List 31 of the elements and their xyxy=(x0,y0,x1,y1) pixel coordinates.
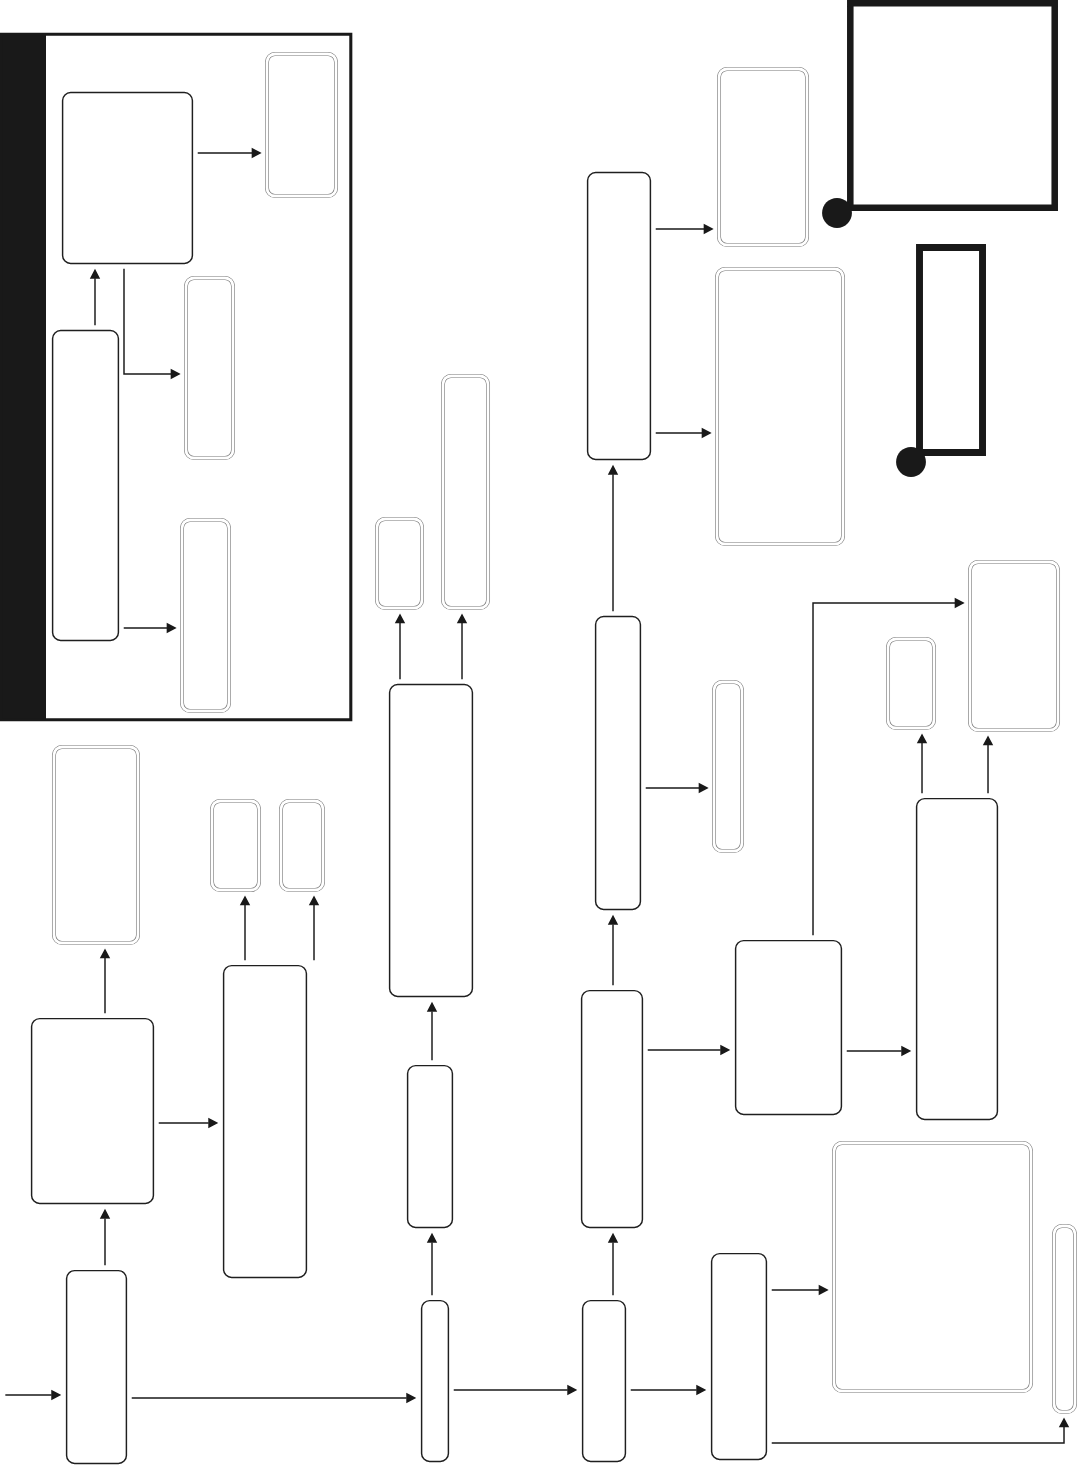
process-box xyxy=(51,329,120,642)
output-box xyxy=(832,1141,1033,1393)
output-box xyxy=(52,745,140,945)
process-box xyxy=(406,1064,454,1229)
output-box xyxy=(968,560,1060,732)
process-box xyxy=(581,1299,627,1463)
output-box xyxy=(210,799,261,892)
output-box xyxy=(265,52,338,198)
process-box xyxy=(915,797,999,1121)
process-box xyxy=(580,989,644,1229)
output-box xyxy=(712,680,744,853)
output-box xyxy=(886,637,936,730)
process-box xyxy=(586,171,652,461)
output-box xyxy=(441,374,490,610)
process-box xyxy=(734,939,843,1116)
process-box xyxy=(61,91,194,265)
process-box xyxy=(30,1017,155,1205)
process-box xyxy=(710,1252,768,1461)
output-box xyxy=(184,276,235,460)
process-box xyxy=(388,683,474,998)
process-box xyxy=(222,964,308,1279)
process-box xyxy=(420,1299,450,1463)
process-box xyxy=(65,1269,128,1465)
group-frame xyxy=(0,32,353,722)
output-box xyxy=(717,67,809,247)
output-box xyxy=(180,518,231,713)
process-box xyxy=(594,615,642,911)
output-box xyxy=(1052,1224,1077,1414)
output-box xyxy=(715,267,845,546)
output-box xyxy=(279,799,325,892)
output-box xyxy=(375,517,424,610)
